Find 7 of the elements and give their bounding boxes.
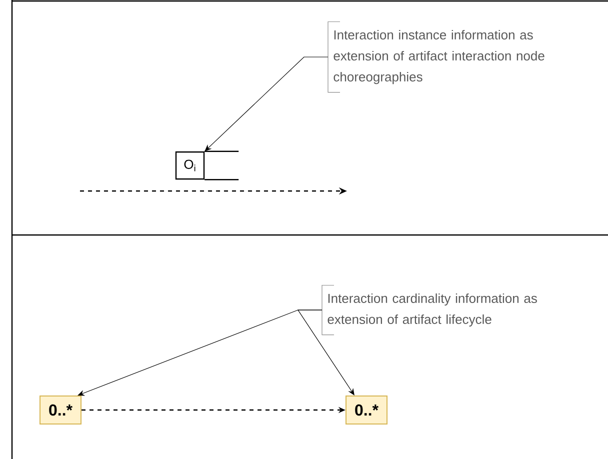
leader-line xyxy=(204,56,328,152)
annotation-note: Interaction cardinality information as extension of artifact lifecycle xyxy=(322,284,537,336)
annotation-note: Interaction instance information as extension of artifact interaction node choreographies xyxy=(328,21,544,93)
cardinality-box: 0..* xyxy=(346,396,388,424)
cardinality-box: 0..* xyxy=(40,396,82,424)
leader-line xyxy=(297,310,354,396)
data-store: O$_{i}$ xyxy=(175,150,239,180)
